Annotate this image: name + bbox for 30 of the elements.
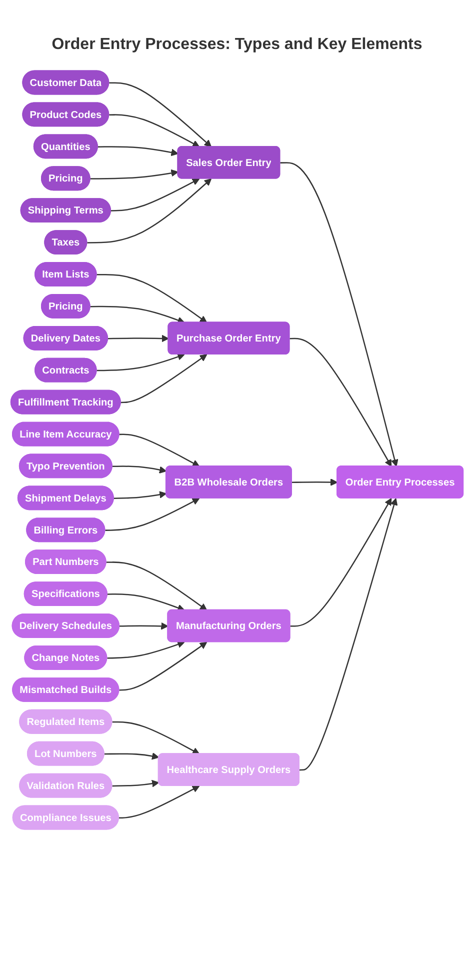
arrow — [104, 752, 160, 760]
arrow — [90, 306, 185, 324]
arrow — [96, 274, 208, 323]
arrow — [98, 146, 178, 156]
arrow — [118, 786, 200, 819]
arrow — [87, 178, 212, 244]
arrow — [109, 82, 212, 148]
arrow — [120, 622, 168, 630]
arrow — [120, 354, 208, 404]
arrow — [292, 478, 338, 486]
arrow — [112, 466, 167, 474]
arrow — [112, 780, 160, 788]
arrow — [107, 640, 185, 659]
arrow — [300, 498, 398, 771]
arrow — [110, 178, 200, 212]
arrow — [114, 491, 167, 499]
arrow — [109, 114, 200, 148]
arrow — [112, 721, 200, 754]
arrow — [106, 562, 208, 611]
arrow — [290, 498, 392, 627]
arrow — [119, 434, 200, 467]
arrow — [90, 169, 178, 180]
arrow — [105, 498, 200, 531]
arrow — [107, 594, 185, 612]
arrow — [290, 338, 392, 467]
arrow — [280, 162, 398, 467]
arrow — [119, 642, 208, 691]
diagram-title: Order Entry Processes: Types and Key Elements — [50, 36, 424, 54]
arrow — [108, 334, 169, 342]
arrow — [96, 353, 185, 372]
